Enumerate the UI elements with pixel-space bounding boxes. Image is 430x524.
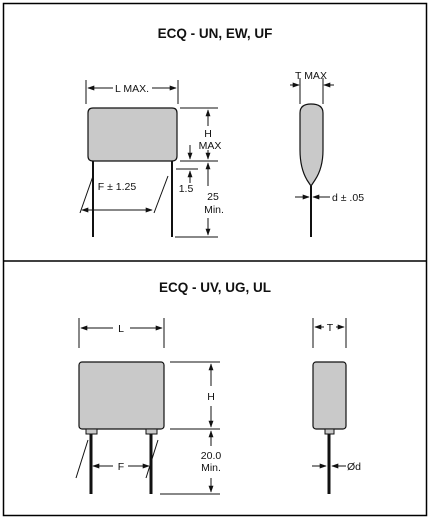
side-view-top bbox=[290, 78, 334, 237]
t-max-label: T MAX bbox=[295, 70, 327, 82]
lead-min-label: Min. bbox=[204, 204, 224, 216]
capacitor-body-bottom bbox=[78, 361, 165, 430]
h-label: H bbox=[204, 128, 212, 140]
lead-min-label-bottom: Min. bbox=[201, 462, 221, 474]
lead-length-label-bottom: 20.0 bbox=[201, 450, 222, 462]
side-view-bottom bbox=[312, 318, 347, 494]
outer-frame bbox=[2, 2, 428, 517]
lead-length-label: 25 bbox=[207, 191, 219, 203]
l-max-label: L MAX. bbox=[115, 83, 149, 95]
t-label: T bbox=[327, 322, 334, 334]
panel-top: ECQ - UN, EW, UF bbox=[79, 26, 364, 238]
capacitor-side-body bbox=[299, 103, 324, 188]
panel-top-title: ECQ - UN, EW, UF bbox=[158, 26, 273, 41]
max-label: MAX bbox=[199, 140, 222, 152]
capacitor-side-body-bottom bbox=[312, 361, 347, 430]
l-label: L bbox=[118, 323, 124, 335]
lead-diameter-label: d ± .05 bbox=[332, 192, 364, 204]
front-view-top bbox=[79, 80, 218, 238]
panel-bottom: ECQ - UV, UG, UL bbox=[75, 280, 361, 495]
panel-bottom-title: ECQ - UV, UG, UL bbox=[159, 280, 271, 295]
h-label-bottom: H bbox=[207, 391, 215, 403]
capacitor-body bbox=[87, 107, 178, 162]
gap-label: 1.5 bbox=[179, 183, 194, 195]
f-pitch-label: F ± 1.25 bbox=[98, 181, 137, 193]
lead-diameter-label-bottom: Ød bbox=[347, 461, 361, 473]
f-label: F bbox=[118, 461, 124, 473]
front-view-bottom bbox=[75, 318, 220, 495]
